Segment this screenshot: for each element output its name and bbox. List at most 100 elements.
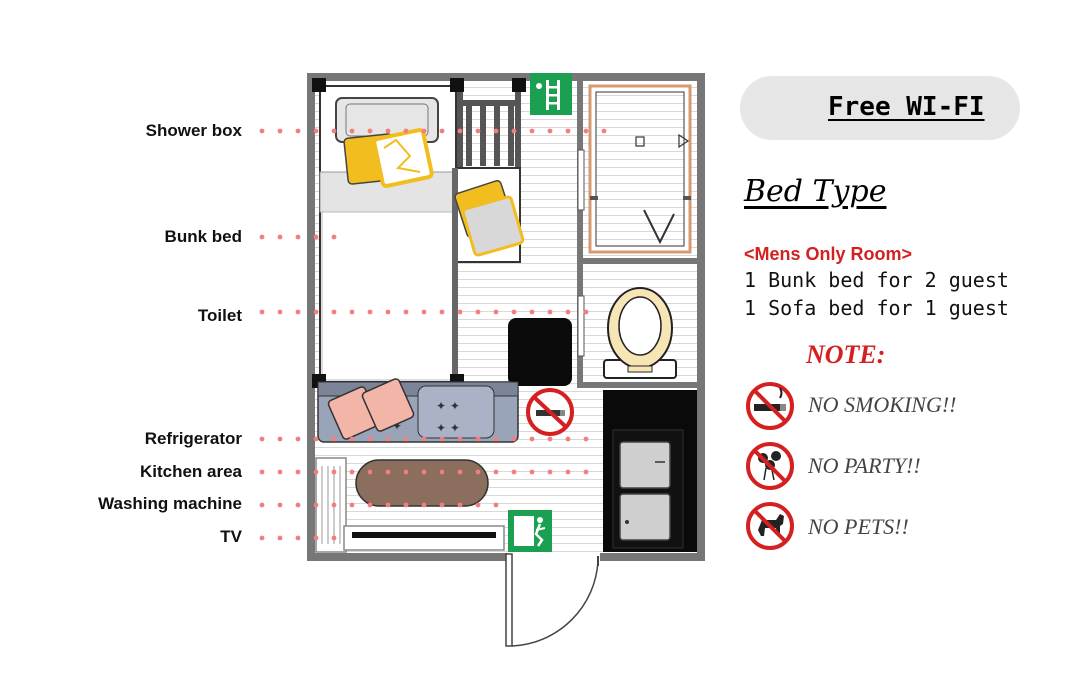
callout-refrigerator: Refrigerator <box>144 429 242 448</box>
bunk-ladder <box>457 86 521 170</box>
leader-dot-toilet <box>547 309 553 315</box>
leader-dot-toilet <box>421 309 427 315</box>
leader-dot-kitchen <box>331 469 337 475</box>
wifi-badge <box>740 76 1020 140</box>
tv <box>343 525 505 551</box>
leader-dot-kitchen <box>421 469 427 475</box>
leader-dot-kitchen <box>457 469 463 475</box>
leader-dot-bunk <box>259 234 265 240</box>
rule-no-party: NO PARTY!! <box>808 453 921 478</box>
leader-dot-kitchen <box>475 469 481 475</box>
leader-dot-fridge <box>259 436 265 442</box>
leader-dot-fridge <box>547 436 553 442</box>
leader-dot-kitchen <box>403 469 409 475</box>
leader-dot-washer <box>259 502 265 508</box>
leader-dot-kitchen <box>565 469 571 475</box>
leader-dot-toilet <box>457 309 463 315</box>
leader-dot-shower <box>277 128 283 134</box>
kitchen-counter <box>603 390 697 552</box>
leader-dot-toilet <box>331 309 337 315</box>
room-type-label: <Mens Only Room> <box>744 244 913 264</box>
leader-dot-fridge <box>529 436 535 442</box>
leader-dot-tv <box>331 535 337 541</box>
leader-dot-toilet <box>349 309 355 315</box>
leader-dot-toilet <box>529 309 535 315</box>
leader-dot-toilet <box>385 309 391 315</box>
leader-dot-kitchen <box>313 469 319 475</box>
outer-walls <box>307 73 705 561</box>
no-pets-icon <box>746 502 794 550</box>
no-party-icon <box>746 442 794 490</box>
callout-shower-box: Shower box <box>145 121 242 140</box>
leader-dot-kitchen <box>367 469 373 475</box>
leader-dot-fridge <box>331 436 337 442</box>
leader-dot-shower <box>331 128 337 134</box>
bathroom-walls <box>577 78 701 388</box>
leader-dot-shower <box>457 128 463 134</box>
leader-dot-tv <box>277 535 283 541</box>
leader-dot-shower <box>529 128 535 134</box>
leader-dot-shower <box>367 128 373 134</box>
wifi-label: Free WI-FI <box>828 92 985 122</box>
leader-dot-fridge <box>457 436 463 442</box>
leader-dot-fridge <box>385 436 391 442</box>
rule-no-smoking: NO SMOKING!! <box>808 392 957 417</box>
washing-machine <box>315 457 347 553</box>
leader-dot-kitchen <box>439 469 445 475</box>
leader-dot-kitchen <box>259 469 265 475</box>
shower-box <box>577 84 692 254</box>
leader-dot-kitchen <box>385 469 391 475</box>
svg-text:✦: ✦ <box>392 419 402 433</box>
leader-dot-toilet <box>277 309 283 315</box>
leader-dot-washer <box>385 502 391 508</box>
toilet <box>577 287 677 379</box>
leader-dot-fridge <box>295 436 301 442</box>
no-smoking-icon <box>746 382 794 430</box>
leader-dot-toilet <box>583 309 589 315</box>
leader-dot-kitchen <box>583 469 589 475</box>
callout-bunk-bed: Bunk bed <box>164 227 242 246</box>
leader-dot-shower <box>511 128 517 134</box>
leader-dot-fridge <box>349 436 355 442</box>
callout-washing-machine: Washing machine <box>98 494 242 513</box>
leader-dot-bunk <box>331 234 337 240</box>
leader-dot-toilet <box>439 309 445 315</box>
trash-bin <box>508 318 572 386</box>
leader-dot-washer <box>421 502 427 508</box>
leader-dot-fridge <box>277 436 283 442</box>
leader-dot-kitchen <box>493 469 499 475</box>
leader-dot-fridge <box>493 436 499 442</box>
leader-dot-fridge <box>367 436 373 442</box>
leader-dot-washer <box>403 502 409 508</box>
leader-dot-shower <box>601 128 607 134</box>
leader-dot-washer <box>331 502 337 508</box>
leader-dot-tv <box>295 535 301 541</box>
leader-dot-fridge <box>439 436 445 442</box>
sofa-bed: ✦ ✦ ✦ ✦ ✦ <box>317 378 519 443</box>
leader-dot-shower <box>349 128 355 134</box>
leader-dot-toilet <box>511 309 517 315</box>
leader-dot-fridge <box>313 436 319 442</box>
callout-tv: TV <box>220 527 242 546</box>
callout-toilet: Toilet <box>197 306 242 325</box>
leader-dot-washer <box>349 502 355 508</box>
leader-dot-shower <box>475 128 481 134</box>
leader-dot-washer <box>313 502 319 508</box>
leader-dot-bunk <box>277 234 283 240</box>
leader-dot-shower <box>385 128 391 134</box>
leader-dot-fridge <box>475 436 481 442</box>
leader-dot-fridge <box>565 436 571 442</box>
leader-dot-shower <box>313 128 319 134</box>
floorplan-no-smoking-icon <box>526 388 574 436</box>
bed-line-bunk: 1 Bunk bed for 2 guest <box>744 268 1009 292</box>
callout-kitchen-area: Kitchen area <box>139 462 242 481</box>
leader-dot-shower <box>565 128 571 134</box>
leader-dot-washer <box>493 502 499 508</box>
leader-dot-fridge <box>583 436 589 442</box>
rug <box>355 459 489 507</box>
leader-dot-toilet <box>259 309 265 315</box>
leader-dot-toilet <box>295 309 301 315</box>
rule-no-pets: NO PETS!! <box>808 514 909 539</box>
leader-dot-toilet <box>475 309 481 315</box>
leader-dot-toilet <box>403 309 409 315</box>
